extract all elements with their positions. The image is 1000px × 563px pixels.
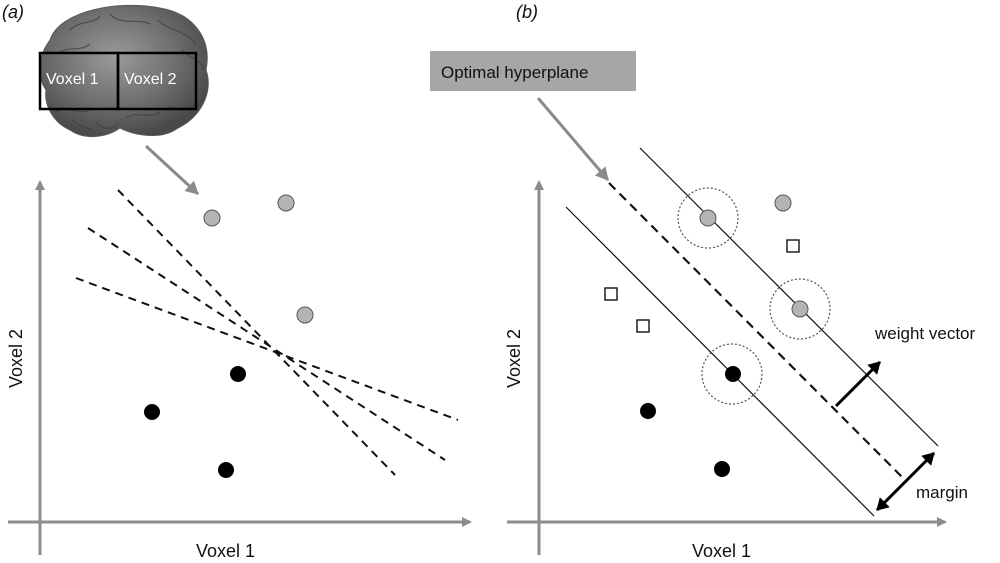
panel-b-label: (b) <box>516 2 538 22</box>
y-axis-label-b: Voxel 2 <box>504 329 524 388</box>
panel-a-label: (a) <box>2 2 24 22</box>
callout-arrow <box>536 97 610 181</box>
voxel-1-label: Voxel 1 <box>46 71 99 88</box>
gray-point <box>774 194 792 212</box>
black-point <box>714 461 730 477</box>
black-point <box>218 462 234 478</box>
weight-vector-arrow <box>834 360 882 408</box>
voxel-2-box <box>116 51 198 111</box>
black-point <box>725 366 741 382</box>
callout-text: Optimal hyperplane <box>441 63 588 82</box>
margin-line-upper <box>639 147 939 447</box>
brain-to-plot-arrow <box>144 144 200 196</box>
gray-point <box>791 300 809 318</box>
support-vector-ring <box>701 343 763 405</box>
x-axis-label-b: Voxel 1 <box>692 541 751 561</box>
panel-b: (b) Optimal hyperplane Voxel 1 Voxel 2 w… <box>430 2 975 561</box>
black-point <box>144 404 160 420</box>
margin-label: margin <box>916 483 968 502</box>
black-point <box>230 366 246 382</box>
panel-a: (a) Voxel 1 Voxel 2 <box>2 2 472 561</box>
square-point <box>636 319 650 333</box>
candidate-boundary-2 <box>87 227 446 461</box>
gray-point <box>277 194 295 212</box>
candidate-boundary-1 <box>117 189 396 476</box>
candidate-boundary-3 <box>75 277 459 421</box>
brain-shape <box>39 4 209 137</box>
weight-vector-label: weight vector <box>874 324 975 343</box>
y-axis-label-a: Voxel 2 <box>6 329 26 388</box>
callout-box <box>430 51 636 91</box>
support-vector-ring <box>677 187 739 249</box>
x-axis-label-a: Voxel 1 <box>196 541 255 561</box>
margin-line-lower <box>565 206 875 517</box>
square-point <box>786 239 800 253</box>
square-point <box>604 287 618 301</box>
gray-point <box>203 209 221 227</box>
gray-point <box>296 306 314 324</box>
voxel-2-label: Voxel 2 <box>124 71 177 88</box>
margin-double-arrow <box>875 451 936 512</box>
black-point <box>640 403 656 419</box>
gray-point <box>699 209 717 227</box>
optimal-hyperplane <box>608 182 906 481</box>
brain-image: Voxel 1 Voxel 2 <box>38 4 209 137</box>
support-vector-ring <box>769 278 831 340</box>
